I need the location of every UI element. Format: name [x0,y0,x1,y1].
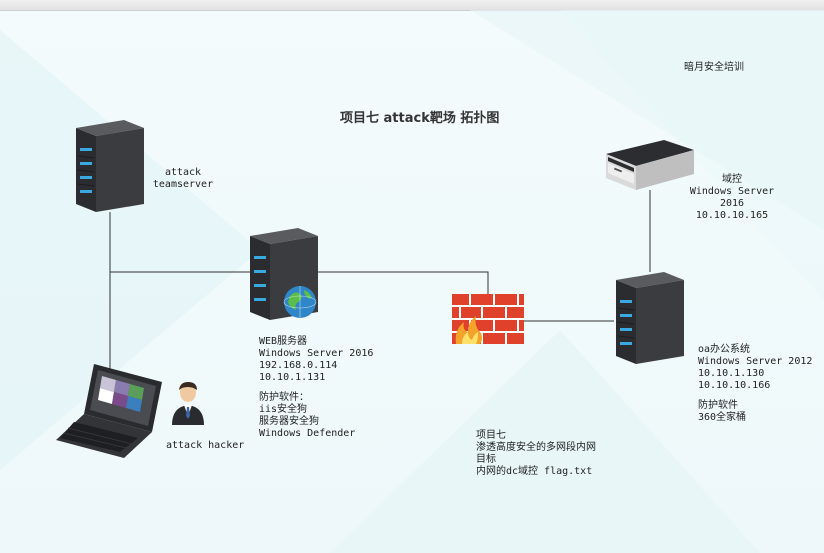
dc-line-3: 2016 [719,198,745,209]
project-line-2: 渗透高度安全的多网段内网 [476,442,596,453]
domain-controller-label: 域控 Windows Server 2016 10.10.10.165 [684,174,780,222]
web-line-3: 192.168.0.114 [259,360,338,371]
web-protect-4: Windows Defender [259,428,356,439]
server-globe-icon [250,228,318,320]
dc-line-4: 10.10.10.165 [695,210,769,221]
dc-line-2: Windows Server [689,186,775,197]
project-description: 项目七 渗透高度安全的多网段内网 目标 内网的dc域控 flag.txt [476,430,596,478]
web-protect-1: 防护软件： [259,392,309,403]
project-line-4: 内网的dc域控 flag.txt [476,466,593,477]
window-top-bar [0,0,824,11]
oa-protect-1: 防护软件 [698,400,738,411]
server-tower-icon [616,272,684,364]
web-line-4: 10.10.1.131 [259,372,326,383]
laptop-icon [56,364,162,458]
oa-line-1: oa办公系统 [698,344,751,355]
web-protect-3: 服务器安全狗 [259,416,319,427]
web-line-1: WEB服务器 [259,336,308,347]
oa-server-label: oa办公系统 Windows Server 2012 10.10.1.130 1… [698,344,812,424]
link-web-firewall [318,271,489,295]
oa-line-4: 10.10.10.166 [698,380,771,391]
businessman-icon [172,382,204,425]
oa-line-2: Windows Server 2012 [698,356,813,367]
dc-line-1: 域控 [722,174,742,185]
web-server-label: WEB服务器 Windows Server 2016 192.168.0.114… [259,336,373,440]
rack-server-icon [606,140,694,190]
diagram-title: 项目七 attack靶场 拓扑图 [340,111,500,126]
server-tower-icon [76,120,144,212]
teamserver-line-1: attack [164,167,202,178]
hacker-label: attack hacker [166,440,245,451]
brand-label: 暗月安全培训 [684,62,744,73]
web-line-2: Windows Server 2016 [259,348,374,359]
teamserver-line-2: teamserver [152,179,214,190]
project-line-1: 项目七 [476,430,506,441]
teamserver-label: attack teamserver [146,167,220,191]
project-line-3: 目标 [476,454,496,465]
firewall-icon [452,294,524,344]
oa-line-3: 10.10.1.130 [698,368,765,379]
oa-protect-2: 360全家桶 [698,412,747,423]
web-protect-2: iis安全狗 [259,404,308,415]
